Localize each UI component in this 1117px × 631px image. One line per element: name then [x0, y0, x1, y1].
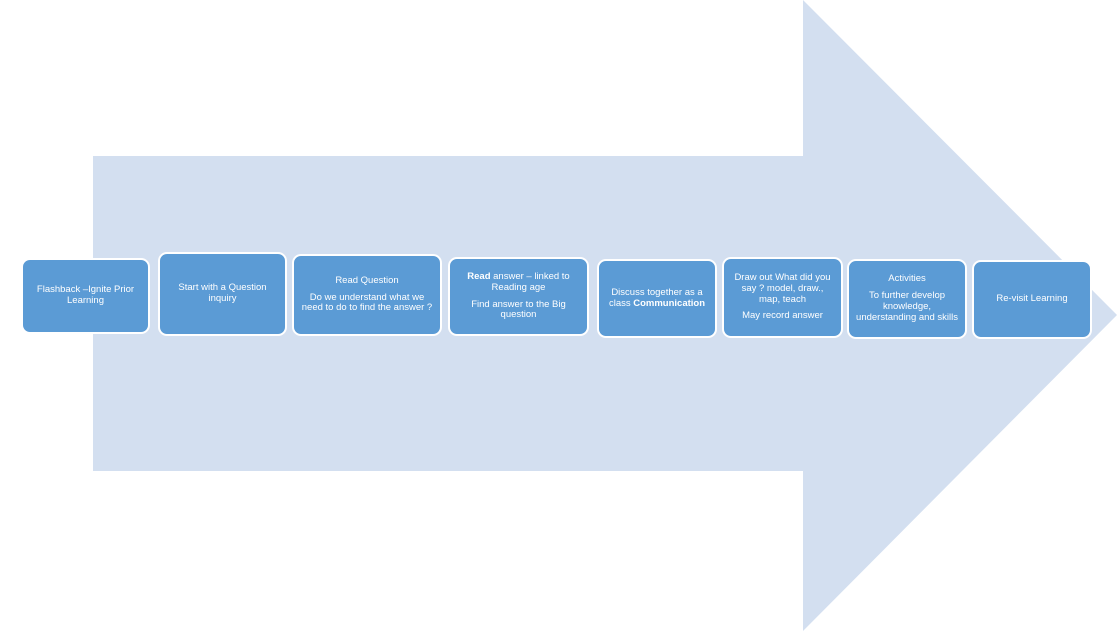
step-text-bold: Communication: [633, 297, 706, 309]
step-text: Re-visit Learning: [996, 293, 1068, 305]
step-paragraph: To further develop knowledge, understand…: [855, 290, 959, 324]
step-text: Find answer to the Big question: [471, 298, 566, 321]
step-paragraph: Read Question: [335, 274, 399, 287]
step-text: Read Question: [335, 274, 399, 286]
step-paragraph: Draw out What did you say ? model, draw.…: [730, 271, 835, 306]
step-text: Discuss together as a class: [608, 286, 703, 309]
step-paragraph: Discuss together as a class Communicatio…: [605, 286, 709, 310]
step-paragraph: Start with a Question inquiry: [166, 282, 279, 305]
step-5-discuss: Discuss together as a class Communicatio…: [597, 259, 717, 338]
step-8-revisit: Re-visit Learning: [972, 260, 1092, 339]
step-paragraph: Activities: [888, 273, 926, 285]
step-paragraph: Re-visit Learning: [996, 293, 1068, 305]
step-2-start-question: Start with a Question inquiry: [158, 252, 287, 336]
step-text: To further develop knowledge, understand…: [856, 290, 958, 323]
step-7-activities: Activities To further develop knowledge, …: [847, 259, 967, 339]
step-paragraph: Find answer to the Big question: [456, 298, 581, 322]
step-3-read-question: Read Question Do we understand what we ne…: [292, 254, 442, 336]
step-text: Draw out What did you say ? model, draw.…: [734, 271, 831, 305]
step-text: Flashback –Ignite Prior Learning: [36, 284, 135, 306]
step-1-flashback: Flashback –Ignite Prior Learning: [21, 258, 150, 334]
step-paragraph: May record answer: [742, 310, 823, 322]
step-text: May record answer: [742, 310, 823, 322]
step-text: answer – linked to Reading age: [490, 270, 570, 293]
step-text-bold: Read: [467, 270, 491, 282]
step-text: Do we understand what we need to do to f…: [301, 291, 433, 314]
step-paragraph: Do we understand what we need to do to f…: [300, 291, 434, 315]
step-paragraph: Flashback –Ignite Prior Learning: [29, 284, 142, 307]
step-paragraph: Read answer – linked to Reading age: [456, 270, 581, 294]
step-text: Start with a Question inquiry: [178, 282, 267, 304]
step-text: Activities: [888, 273, 926, 285]
step-6-draw-out: Draw out What did you say ? model, draw.…: [722, 257, 843, 338]
